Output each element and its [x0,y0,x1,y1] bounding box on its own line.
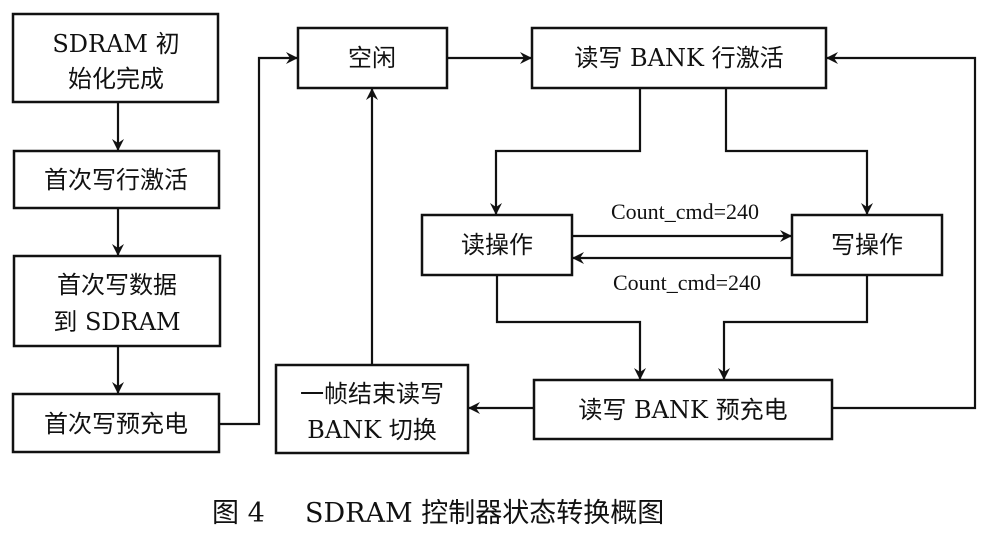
edge-row-activate-to-read [490,88,642,215]
node-bank-precharge-label: 读写 BANK 预充电 [578,396,787,424]
edge-label-write-to-read: Count_cmd=240 [613,270,761,295]
node-first-precharge: 首次写预充电 [11,392,221,454]
edge-write-to-precharge [718,275,869,380]
node-bank-switch-line-1: 一帧结束读写 [300,380,444,408]
node-write-op-label: 写操作 [831,231,903,259]
node-init-done-line-2: 始化完成 [68,65,164,93]
node-write-op: 写操作 [790,213,944,277]
node-bank-switch: 一帧结束读写 BANK 切换 [274,363,470,455]
node-read-op-label: 读操作 [461,231,533,259]
node-bank-switch-line-2: BANK 切换 [307,416,437,444]
edges [112,52,977,426]
node-idle-label: 空闲 [348,44,396,72]
node-first-precharge-label: 首次写预充电 [44,410,188,438]
figure-number: 图 4 [212,498,265,529]
node-read-op: 读操作 [420,213,574,277]
node-bank-precharge: 读写 BANK 预充电 [532,378,834,441]
node-bank-row-activate: 读写 BANK 行激活 [530,26,828,90]
node-first-row-activate: 首次写行激活 [12,149,221,210]
node-first-write-data: 首次写数据 到 SDRAM [12,254,222,348]
edge-label-read-to-write: Count_cmd=240 [611,199,759,224]
node-first-write-data-line-1: 首次写数据 [57,271,177,299]
node-first-row-activate-label: 首次写行激活 [44,166,188,194]
figure-title: SDRAM 控制器状态转换概图 [305,498,664,529]
edge-precharge-to-row-activate [826,52,977,410]
node-first-write-data-line-2: 到 SDRAM [53,308,180,336]
edge-precharge-to-idle [219,52,298,426]
node-bank-row-activate-label: 读写 BANK 行激活 [574,44,783,72]
node-idle: 空闲 [296,26,449,90]
node-init-done: SDRAM 初 始化完成 [11,12,220,104]
node-init-done-line-1: SDRAM 初 [52,30,179,58]
edge-row-activate-to-write [724,88,873,215]
edge-read-to-precharge [495,275,646,380]
